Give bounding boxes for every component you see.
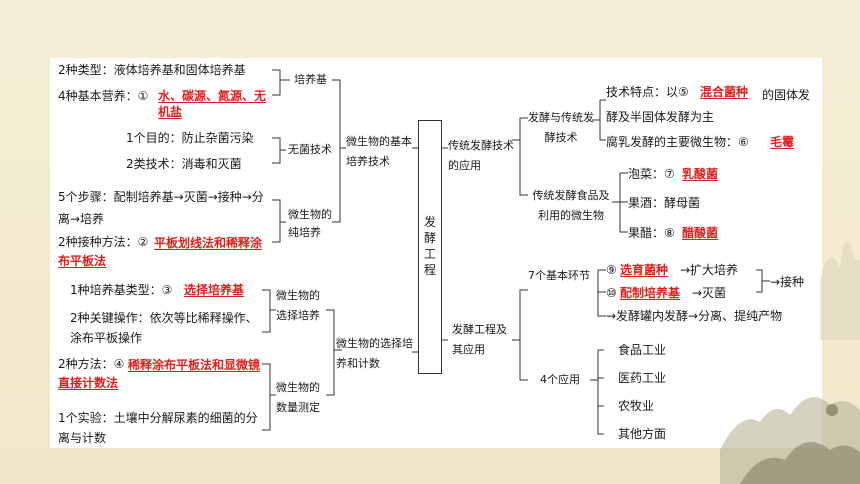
aseptic-purpose: 1个目的：防止杂菌污染	[126, 131, 254, 145]
node-seven-steps: 7个基本环节	[528, 269, 590, 282]
steps-tail: →发酵罐内发酵→分离、提纯产物	[606, 309, 783, 323]
furu-answer: 毛霉	[770, 135, 795, 149]
step10-prefix: ⑩	[606, 286, 617, 300]
app-item: 其他方面	[618, 427, 667, 441]
node-counting: 微生物的数量测定	[276, 381, 320, 414]
node-select-count: 微生物的选择培养和计数	[336, 337, 413, 370]
app-item: 食品工业	[618, 343, 667, 357]
paocai-prefix: 泡菜：⑦	[628, 167, 675, 181]
step9-next: →扩大培养	[680, 263, 739, 277]
node-four-apps: 4个应用	[540, 373, 580, 386]
medium-types: 2种类型：液体培养基和固体培养基	[58, 63, 246, 77]
nutrients-prefix: 4种基本营养：①	[58, 89, 149, 103]
node-traditional: 传统发酵技术的应用	[448, 139, 514, 172]
inoculation-prefix: 2种接种方法：②	[58, 235, 149, 249]
nutrients-line: 4种基本营养：①	[58, 88, 148, 104]
guojiu: 果酒：酵母菌	[628, 196, 701, 210]
node-aseptic: 无菌技术	[288, 143, 332, 156]
center-node-label: 发酵工程	[424, 215, 437, 277]
inoculation-answer: 平板划线法和稀释涂布平板法	[58, 236, 263, 268]
selective-answer: 选择培养基	[184, 283, 245, 297]
landscape-painting-decoration	[720, 242, 860, 484]
step9-prefix: ⑨	[606, 263, 617, 277]
node-basic-culture: 微生物的基本培养技术	[346, 135, 412, 168]
node-traditional-foods: 传统发酵食品及利用的微生物	[532, 189, 610, 222]
app-item: 农牧业	[618, 399, 655, 413]
pure-culture-steps: 5个步骤：配制培养基→灭菌→接种→分离→培养	[58, 190, 264, 226]
node-culture-medium: 培养基	[294, 73, 327, 86]
step-inoculate: →接种	[770, 275, 805, 289]
counting-experiment: 1个实验：土壤中分解尿素的细菌的分离与计数	[58, 411, 258, 445]
feature-answer: 混合菌种	[700, 85, 749, 99]
node-engineering: 发酵工程及其应用	[452, 323, 507, 356]
guocu-answer: 醋酸菌	[682, 226, 719, 240]
nutrients-answer: 水、碳源、氮源、无机盐	[158, 89, 267, 119]
step10-next: →灭菌	[692, 286, 727, 300]
furu-prefix: 腐乳发酵的主要微生物：⑥	[606, 135, 749, 149]
selective-prefix: 1种培养基类型：③	[70, 283, 173, 297]
counting-answer: 稀释涂布平板法和显微镜直接计数法	[58, 358, 261, 390]
aseptic-techniques: 2类技术：消毒和灭菌	[126, 157, 242, 171]
selective-key-ops: 2种关键操作：依次等比稀释操作、涂布平板操作	[70, 311, 258, 345]
node-selective-culture: 微生物的选择培养	[276, 289, 320, 322]
feature-prefix: 技术特点：以⑤	[606, 85, 689, 99]
app-item: 医药工业	[618, 371, 667, 385]
guocu-prefix: 果醋：⑧	[628, 226, 675, 240]
center-node-box	[418, 120, 442, 374]
step9-answer: 选育菌种	[620, 263, 669, 277]
node-pure-culture: 微生物的纯培养	[288, 208, 332, 239]
node-fermentation-tech: 发酵与传统发酵技术	[528, 111, 594, 144]
step10-answer: 配制培养基	[620, 286, 681, 300]
counting-prefix: 2种方法：④	[58, 357, 125, 371]
paocai-answer: 乳酸菌	[682, 167, 719, 181]
feature-suffix: 的固体发酵及半固体发酵为主	[606, 88, 811, 124]
